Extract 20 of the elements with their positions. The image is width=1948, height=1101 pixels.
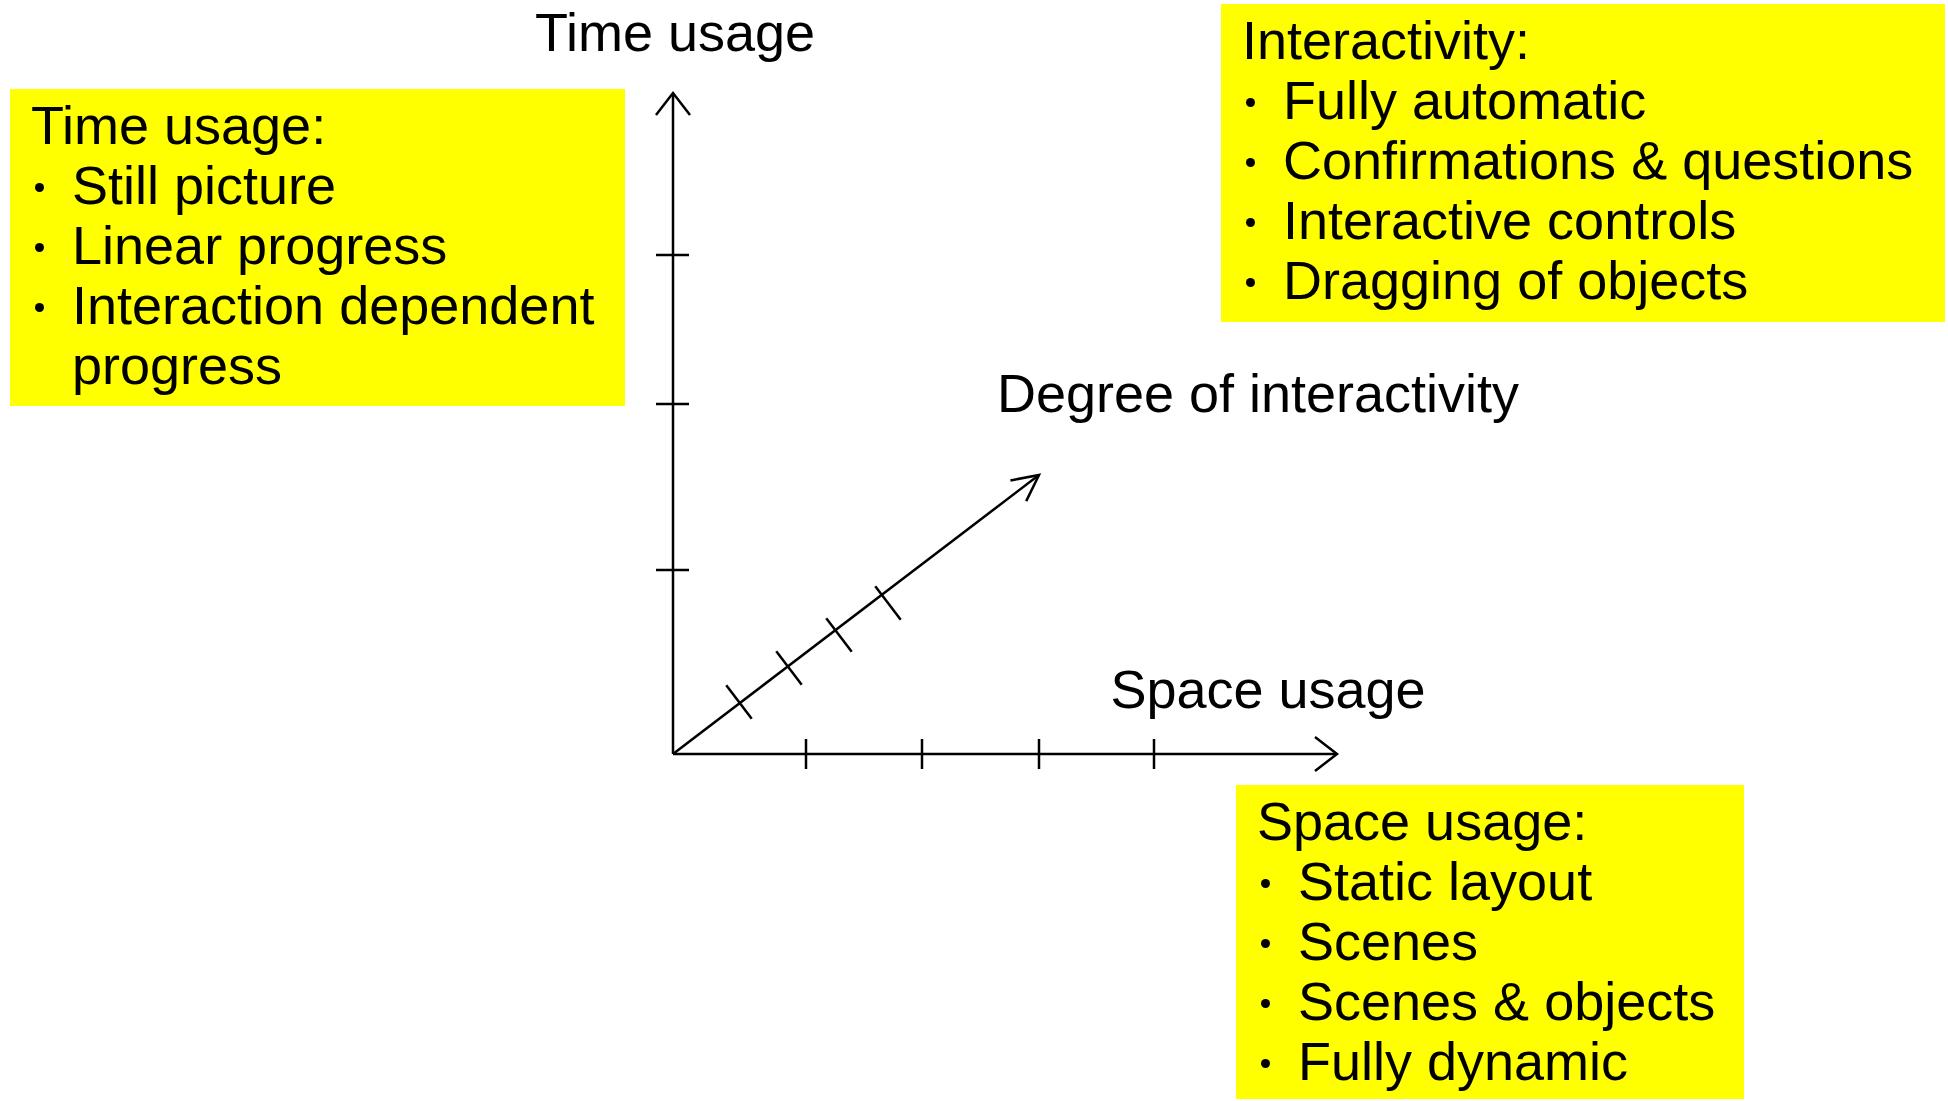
bullet-item: Interaction dependent progress [72, 275, 596, 395]
bullet-item: Still picture [72, 155, 338, 215]
bullet-item: Scenes & objects [1298, 971, 1717, 1031]
bullet-item: Static layout [1298, 851, 1594, 911]
axis-label: Degree of interactivity [996, 363, 1520, 423]
bullet-item: Fully automatic [1283, 70, 1648, 130]
bullet-item: Dragging of objects [1283, 250, 1750, 310]
bullet-item: Linear progress [72, 215, 449, 275]
box-heading: Time usage: [31, 95, 328, 155]
axis-label: Space usage [1110, 659, 1426, 719]
bullet-item: Interactive controls [1283, 190, 1738, 250]
bullet-item: Scenes [1298, 911, 1480, 971]
box-heading: Interactivity: [1242, 10, 1532, 70]
bullet-item: Fully dynamic [1298, 1031, 1630, 1091]
box-heading: Space usage: [1257, 791, 1589, 851]
axis-label: Time usage [534, 2, 816, 62]
note-box [1221, 4, 1945, 322]
note-box [10, 89, 625, 406]
note-box [1236, 785, 1744, 1099]
bullet-item: Confirmations & questions [1283, 130, 1915, 190]
